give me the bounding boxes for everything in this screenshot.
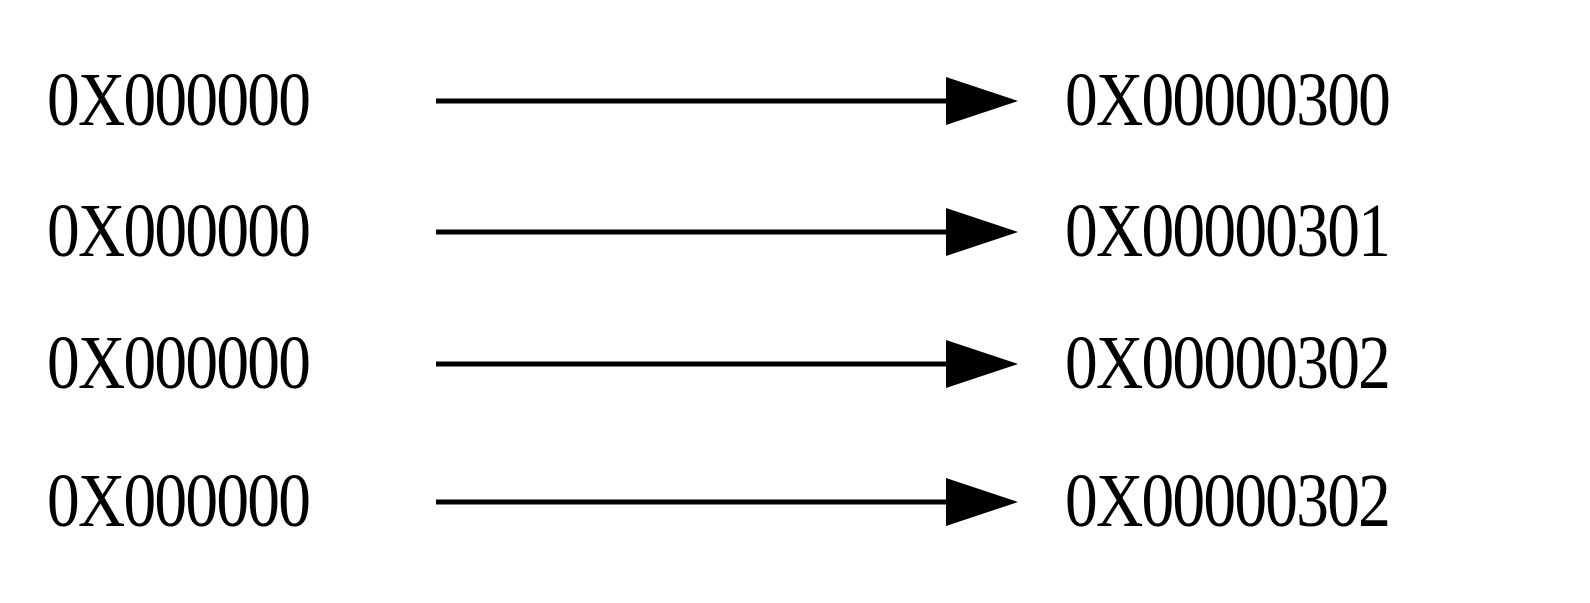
right-arrow-icon (436, 208, 1018, 256)
source-address: 0X000000 (47, 189, 311, 273)
arrow-head (946, 340, 1018, 388)
target-address: 0X00000300 (1065, 58, 1391, 142)
mapping-arrow (436, 77, 1022, 125)
source-address: 0X000000 (47, 321, 311, 405)
arrow-head (946, 208, 1018, 256)
right-arrow-icon (436, 77, 1018, 125)
arrow-head (946, 478, 1018, 526)
mapping-arrow (436, 208, 1022, 256)
target-address: 0X00000302 (1065, 459, 1391, 543)
arrow-head (946, 77, 1018, 125)
source-address: 0X000000 (47, 459, 311, 543)
mapping-row: 0X000000 0X00000300 (0, 55, 1590, 145)
mapping-row: 0X000000 0X00000301 (0, 186, 1590, 276)
right-arrow-icon (436, 340, 1018, 388)
mapping-row: 0X000000 0X00000302 (0, 318, 1590, 408)
source-address: 0X000000 (47, 58, 311, 142)
mapping-arrow (436, 340, 1022, 388)
mapping-arrow (436, 478, 1022, 526)
target-address: 0X00000302 (1065, 321, 1391, 405)
right-arrow-icon (436, 478, 1018, 526)
target-address: 0X00000301 (1065, 189, 1391, 273)
mapping-row: 0X000000 0X00000302 (0, 456, 1590, 546)
